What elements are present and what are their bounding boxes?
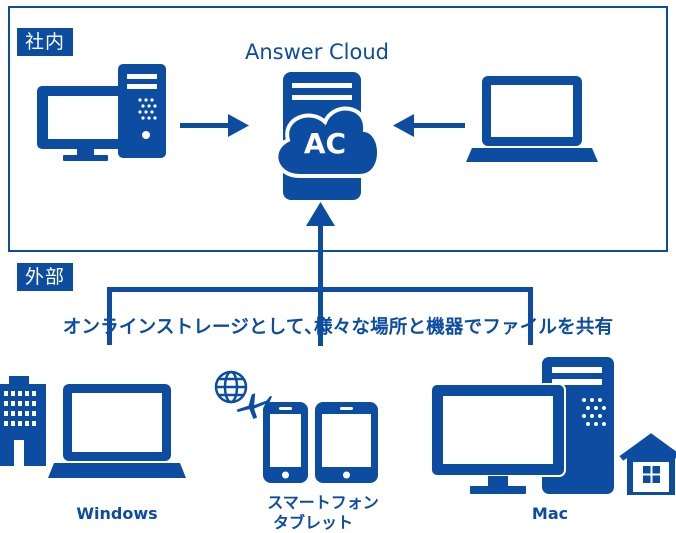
mobile-label-line1: スマートフォン	[267, 493, 379, 512]
smartphone-icon	[263, 402, 308, 483]
office-building-icon	[0, 376, 46, 466]
desktop-pc-icon	[37, 64, 166, 161]
sharing-banner: オンラインストレージとして､様々な場所と機器でファイルを共有	[62, 317, 614, 338]
mobile-label-line2: タブレット	[272, 513, 353, 532]
connector-bracket	[107, 287, 533, 345]
house-icon	[616, 430, 676, 497]
mac-desktop-icon	[430, 357, 614, 494]
laptop-icon	[466, 76, 598, 162]
internal-network-box	[8, 6, 668, 252]
arrow-desktop-to-server	[180, 114, 249, 137]
cloud-icon	[274, 106, 381, 178]
arrow-external-to-server	[306, 202, 335, 346]
external-label: 外部	[17, 263, 74, 291]
windows-laptop-icon	[48, 384, 186, 478]
internal-label: 社内	[17, 28, 74, 56]
answer-cloud-title: Answer Cloud	[245, 40, 390, 64]
cloud-logo-text: AC	[303, 127, 347, 160]
windows-label: Windows	[76, 504, 158, 523]
mac-label: Mac	[531, 504, 569, 523]
arrow-laptop-to-server	[393, 114, 465, 137]
tablet-icon	[315, 402, 378, 483]
